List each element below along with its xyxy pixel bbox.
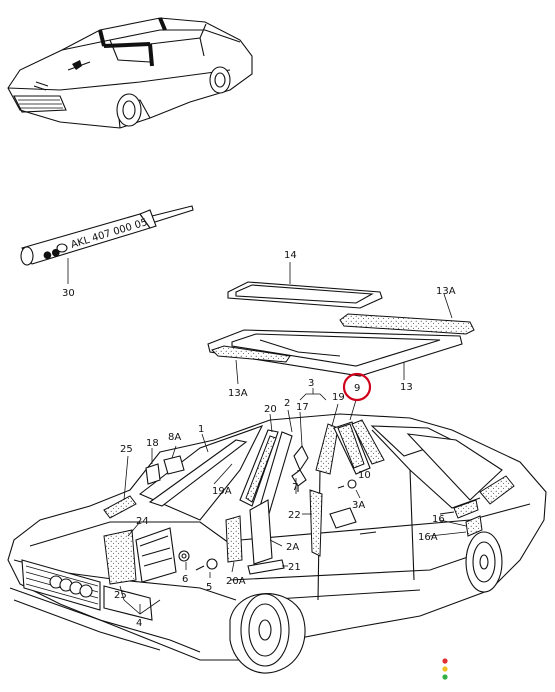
- status-dots: [442, 658, 448, 680]
- roof-frame: [207, 329, 463, 380]
- pillar-trim-parts: [103, 419, 483, 585]
- highlight-circle: [342, 372, 372, 402]
- callout-5: 5: [206, 582, 212, 593]
- callout-19A: 19A: [212, 486, 232, 497]
- callout-22: 22: [288, 510, 301, 521]
- callout-25-top: 25: [120, 444, 133, 455]
- callout-labels: 30 14 13A 13A 13 3 9 19 20 2 17 25 18 8A…: [62, 250, 456, 629]
- callout-30: 30: [62, 288, 75, 299]
- reference-car-illustration: [7, 17, 253, 129]
- seal-strip-left: [211, 345, 291, 385]
- callout-17: 17: [296, 402, 309, 413]
- callout-13: 13: [400, 382, 413, 393]
- leader-lines: [119, 399, 467, 615]
- callout-9: 9: [354, 383, 360, 394]
- callout-2: 2: [284, 398, 290, 409]
- bracket-3: [299, 393, 327, 401]
- sunroof-panel: [227, 262, 383, 309]
- callout-7: 7: [292, 482, 298, 493]
- callout-25-bottom: 25: [114, 590, 127, 601]
- callout-16A: 16A: [418, 532, 438, 543]
- callout-4: 4: [136, 618, 142, 629]
- callout-3: 3: [308, 378, 314, 389]
- callout-2A: 2A: [286, 542, 299, 553]
- callout-6: 6: [182, 574, 188, 585]
- callout-14: 14: [284, 250, 297, 261]
- sealant-tube: ●● AKL 407 000 05: [20, 205, 194, 284]
- callout-8A: 8A: [168, 432, 181, 443]
- callout-13A-left: 13A: [228, 388, 248, 399]
- callout-19: 19: [332, 392, 345, 403]
- callout-13A-right: 13A: [436, 286, 456, 297]
- seal-strip-right: [339, 293, 475, 335]
- status-dot-red: [442, 658, 448, 664]
- callout-3A: 3A: [352, 500, 365, 511]
- callout-21: 21: [288, 562, 301, 573]
- status-dot-yellow: [442, 666, 448, 672]
- callout-10: 10: [358, 470, 371, 481]
- callout-24: 24: [136, 516, 149, 527]
- callout-18: 18: [146, 438, 159, 449]
- svg-text:●●: ●●: [42, 246, 62, 262]
- callout-20A: 20A: [226, 576, 246, 587]
- callout-20: 20: [264, 404, 277, 415]
- callout-16: 16: [432, 514, 445, 525]
- status-dot-green: [442, 674, 448, 680]
- callout-1: 1: [198, 424, 204, 435]
